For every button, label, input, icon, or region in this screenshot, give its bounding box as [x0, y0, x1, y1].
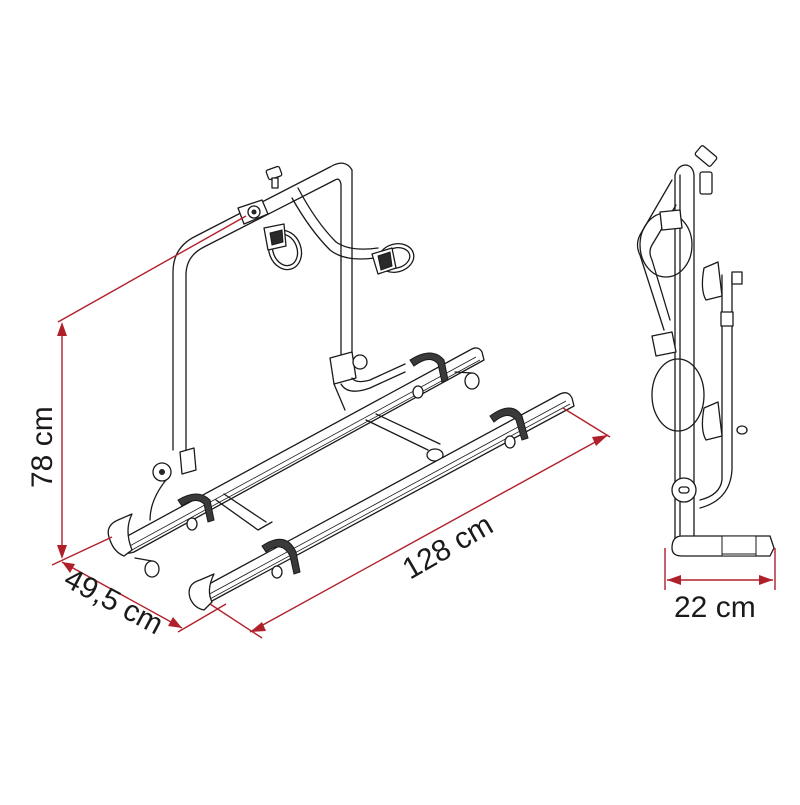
left-leg-clamp [149, 447, 197, 521]
rail-hooks [186, 385, 516, 579]
dimension-height: 78 cm [26, 215, 247, 559]
frame-holder-right [371, 243, 415, 275]
perspective-view [107, 162, 575, 611]
wheel-straps [177, 352, 529, 575]
top-clamp [237, 165, 283, 225]
dimension-folded-depth: 22 cm [664, 548, 776, 624]
wheel-rail-front [188, 392, 575, 611]
dimension-label-length: 128 cm [397, 508, 499, 586]
dimension-label-height: 78 cm [26, 406, 59, 488]
upright-frame [172, 162, 379, 453]
cross-members [215, 413, 444, 531]
side-view [636, 145, 775, 557]
right-leg-clamp [329, 351, 406, 411]
side-top-knob [694, 145, 718, 195]
dimension-label-folded-depth: 22 cm [674, 591, 756, 624]
frame-holder-left [263, 223, 303, 271]
side-bottom-knob [671, 477, 697, 503]
